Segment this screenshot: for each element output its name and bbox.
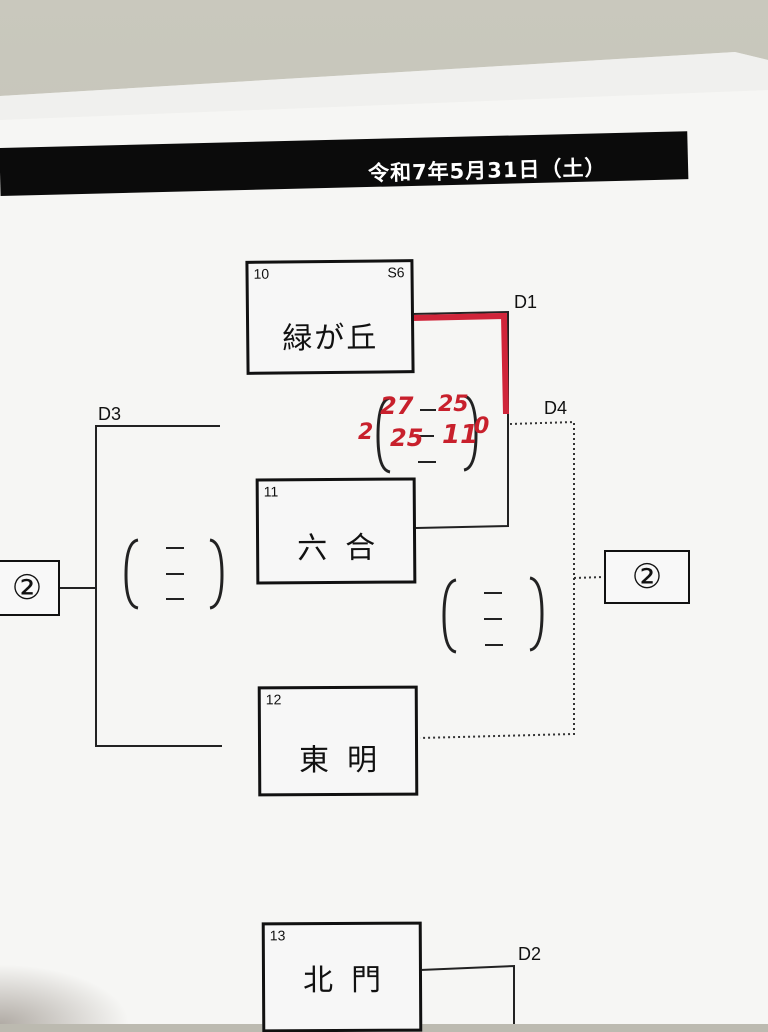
team-box-hokumon: 13 北門 — [261, 921, 423, 1032]
score-paren-mid-close — [463, 394, 478, 472]
team-seed: 13 — [269, 927, 286, 944]
match-label-d1: D1 — [514, 292, 538, 312]
bracket-d4-stem — [573, 576, 605, 579]
score-set2-right: 11 — [442, 420, 479, 450]
team-seed: 10 — [253, 265, 270, 282]
match-label-d4: D4 — [544, 398, 568, 418]
sets-won-right: 0 — [474, 414, 490, 439]
team-seed: 11 — [263, 483, 279, 500]
finger-shadow — [0, 964, 130, 1024]
score-paren-left-close — [209, 538, 224, 610]
bracket-d1-line — [411, 310, 509, 529]
team-box-tomei: 12 東明 — [257, 685, 419, 797]
score-paren-right-open — [442, 578, 457, 654]
score-paren-mid-open — [376, 396, 391, 474]
team-box-rokugo: 11 六合 — [255, 477, 417, 585]
score-set1-right: 25 — [438, 392, 469, 417]
team-seed: 12 — [265, 691, 282, 708]
match-label-d3: D3 — [98, 404, 122, 424]
bracket-d4-line — [419, 420, 575, 739]
team-name: 東明 — [299, 742, 396, 779]
team-name: 緑が丘 — [282, 320, 379, 357]
team-name: 六合 — [297, 530, 394, 567]
bracket-d3-line — [95, 425, 222, 747]
score-paren-left-open — [124, 538, 139, 610]
bracket-d2-line — [419, 964, 515, 1024]
winner-highlight-line — [411, 312, 509, 415]
score-set1-left: 27 — [380, 392, 414, 420]
score-paren-right-close — [529, 576, 544, 652]
result-box-right: ② — [604, 550, 690, 604]
team-box-midorigaoka: 10 S6 緑が丘 — [245, 259, 415, 375]
result-box-left: ② — [0, 560, 60, 616]
team-seed-tag: S6 — [387, 264, 405, 281]
sets-won-left: 2 — [358, 420, 374, 445]
match-label-d2: D2 — [518, 944, 542, 964]
team-name: 北門 — [302, 962, 400, 999]
score-set2-left: 25 — [390, 424, 424, 452]
